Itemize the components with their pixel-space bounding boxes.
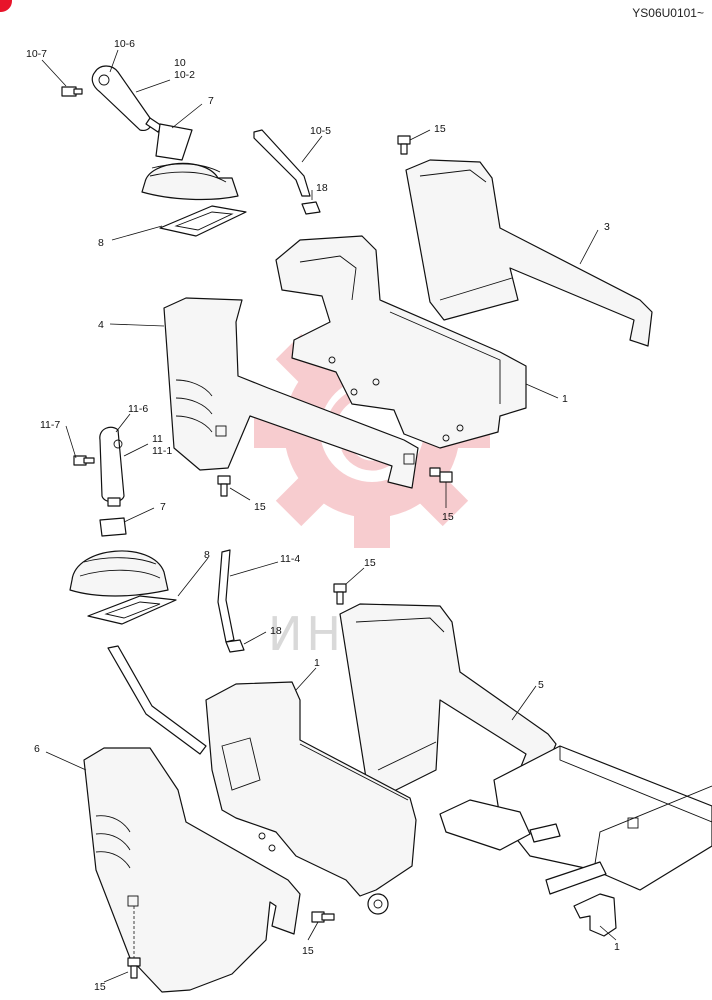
console-frame-lower (205, 681, 417, 915)
callout-18-lower: 18 (270, 625, 282, 637)
callout-15-bottom: 15 (94, 981, 106, 993)
cover-6 (83, 747, 301, 993)
shift-knob-lower (99, 426, 125, 507)
callout-1-upper: 1 (562, 393, 568, 405)
callout-11-7: 11-7 (40, 419, 60, 431)
callout-11-6: 11-6 (128, 403, 148, 415)
callout-labels: 10-7 10-6 10 10-2 7 10-5 15 18 3 8 4 1 1… (26, 38, 620, 993)
callout-5: 5 (538, 679, 544, 691)
callout-15-lower-center: 15 (364, 557, 376, 569)
nut-18-lower (225, 639, 245, 653)
bolt-11-7 (73, 455, 95, 466)
bolt-15-bottom (127, 957, 141, 979)
nut-18-upper (301, 201, 321, 215)
callout-10-7: 10-7 (26, 48, 47, 60)
bolt-15-lower-right (311, 911, 335, 923)
callout-11-1: 11-1 (152, 445, 172, 457)
shift-rod-10-5 (253, 129, 311, 197)
callout-10: 10 (174, 57, 186, 69)
callout-15-mid-right: 15 (442, 511, 454, 523)
shift-knob-upper (91, 65, 163, 133)
document-code: YS06U0101~ (632, 6, 704, 20)
bolt-15-mid-left (217, 475, 231, 497)
bracket-1-lower (573, 893, 617, 937)
callout-4: 4 (98, 319, 104, 331)
gasket-plate-lower (87, 595, 177, 625)
callout-6: 6 (34, 743, 40, 755)
callout-1-lower: 1 (314, 657, 320, 669)
bolt-15-upper-right (397, 135, 411, 155)
console-frame-upper (275, 235, 527, 449)
callout-1-bracket: 1 (614, 941, 620, 953)
callout-11-4: 11-4 (280, 553, 300, 565)
shift-rod-11-4 (217, 549, 235, 643)
callout-10-2: 10-2 (174, 69, 195, 81)
gear-boot-upper (141, 123, 239, 201)
linkage-bracket (439, 799, 607, 895)
long-lever-handle (107, 645, 207, 755)
callout-10-6: 10-6 (114, 38, 135, 50)
leader-lines (41, 49, 617, 983)
bolt-10-7 (61, 86, 83, 97)
cover-3 (405, 159, 653, 347)
callout-15-mid-left: 15 (254, 501, 266, 513)
cover-4 (163, 297, 419, 489)
callout-15-upper: 15 (434, 123, 446, 135)
callout-10-5: 10-5 (310, 125, 331, 137)
callout-15-lower-right: 15 (302, 945, 314, 957)
gear-boot-lower (69, 517, 169, 597)
callout-8-upper: 8 (98, 237, 104, 249)
callout-3: 3 (604, 221, 610, 233)
callout-11: 11 (152, 433, 163, 445)
callout-7-lower: 7 (160, 501, 166, 513)
gasket-plate-upper (159, 205, 247, 237)
callout-7-upper: 7 (208, 95, 214, 107)
callout-18-upper: 18 (316, 182, 328, 194)
callout-8-lower: 8 (204, 549, 210, 561)
bolt-15-lower-center (333, 583, 347, 605)
